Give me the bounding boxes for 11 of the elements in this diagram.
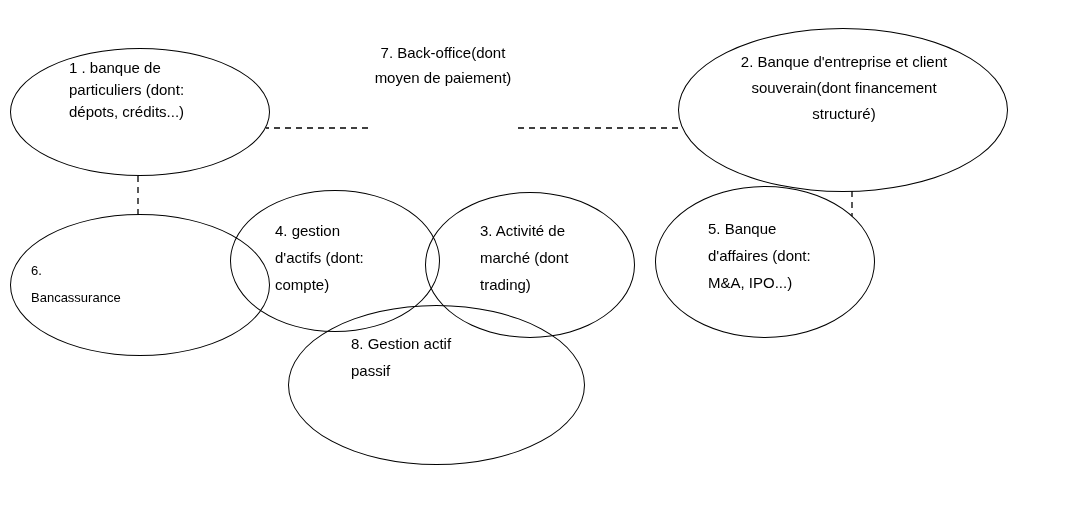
- dashed-connector: [137, 175, 139, 215]
- ellipse-label: 6. Bancassurance: [31, 262, 122, 307]
- ellipse-label: 8. Gestion actif passif: [351, 334, 453, 381]
- ellipse-label: 1 . banque de particuliers (dont: dépots, crédits...): [69, 58, 186, 122]
- ellipse-label: 5. Banque d'affaires (dont: M&A, IPO...): [708, 219, 812, 293]
- dashed-connector: [265, 127, 369, 129]
- ellipse-label: 2. Banque d'entreprise et client souverain(dont financement structuré): [739, 52, 949, 124]
- ellipse-label: 4. gestion d'actifs (dont: compte): [275, 221, 365, 295]
- dashed-connector: [851, 190, 853, 217]
- floating-label: 7. Back-office(dont moyen de paiement): [373, 43, 513, 88]
- ellipse-label: 3. Activité de marché (dont trading): [480, 221, 570, 295]
